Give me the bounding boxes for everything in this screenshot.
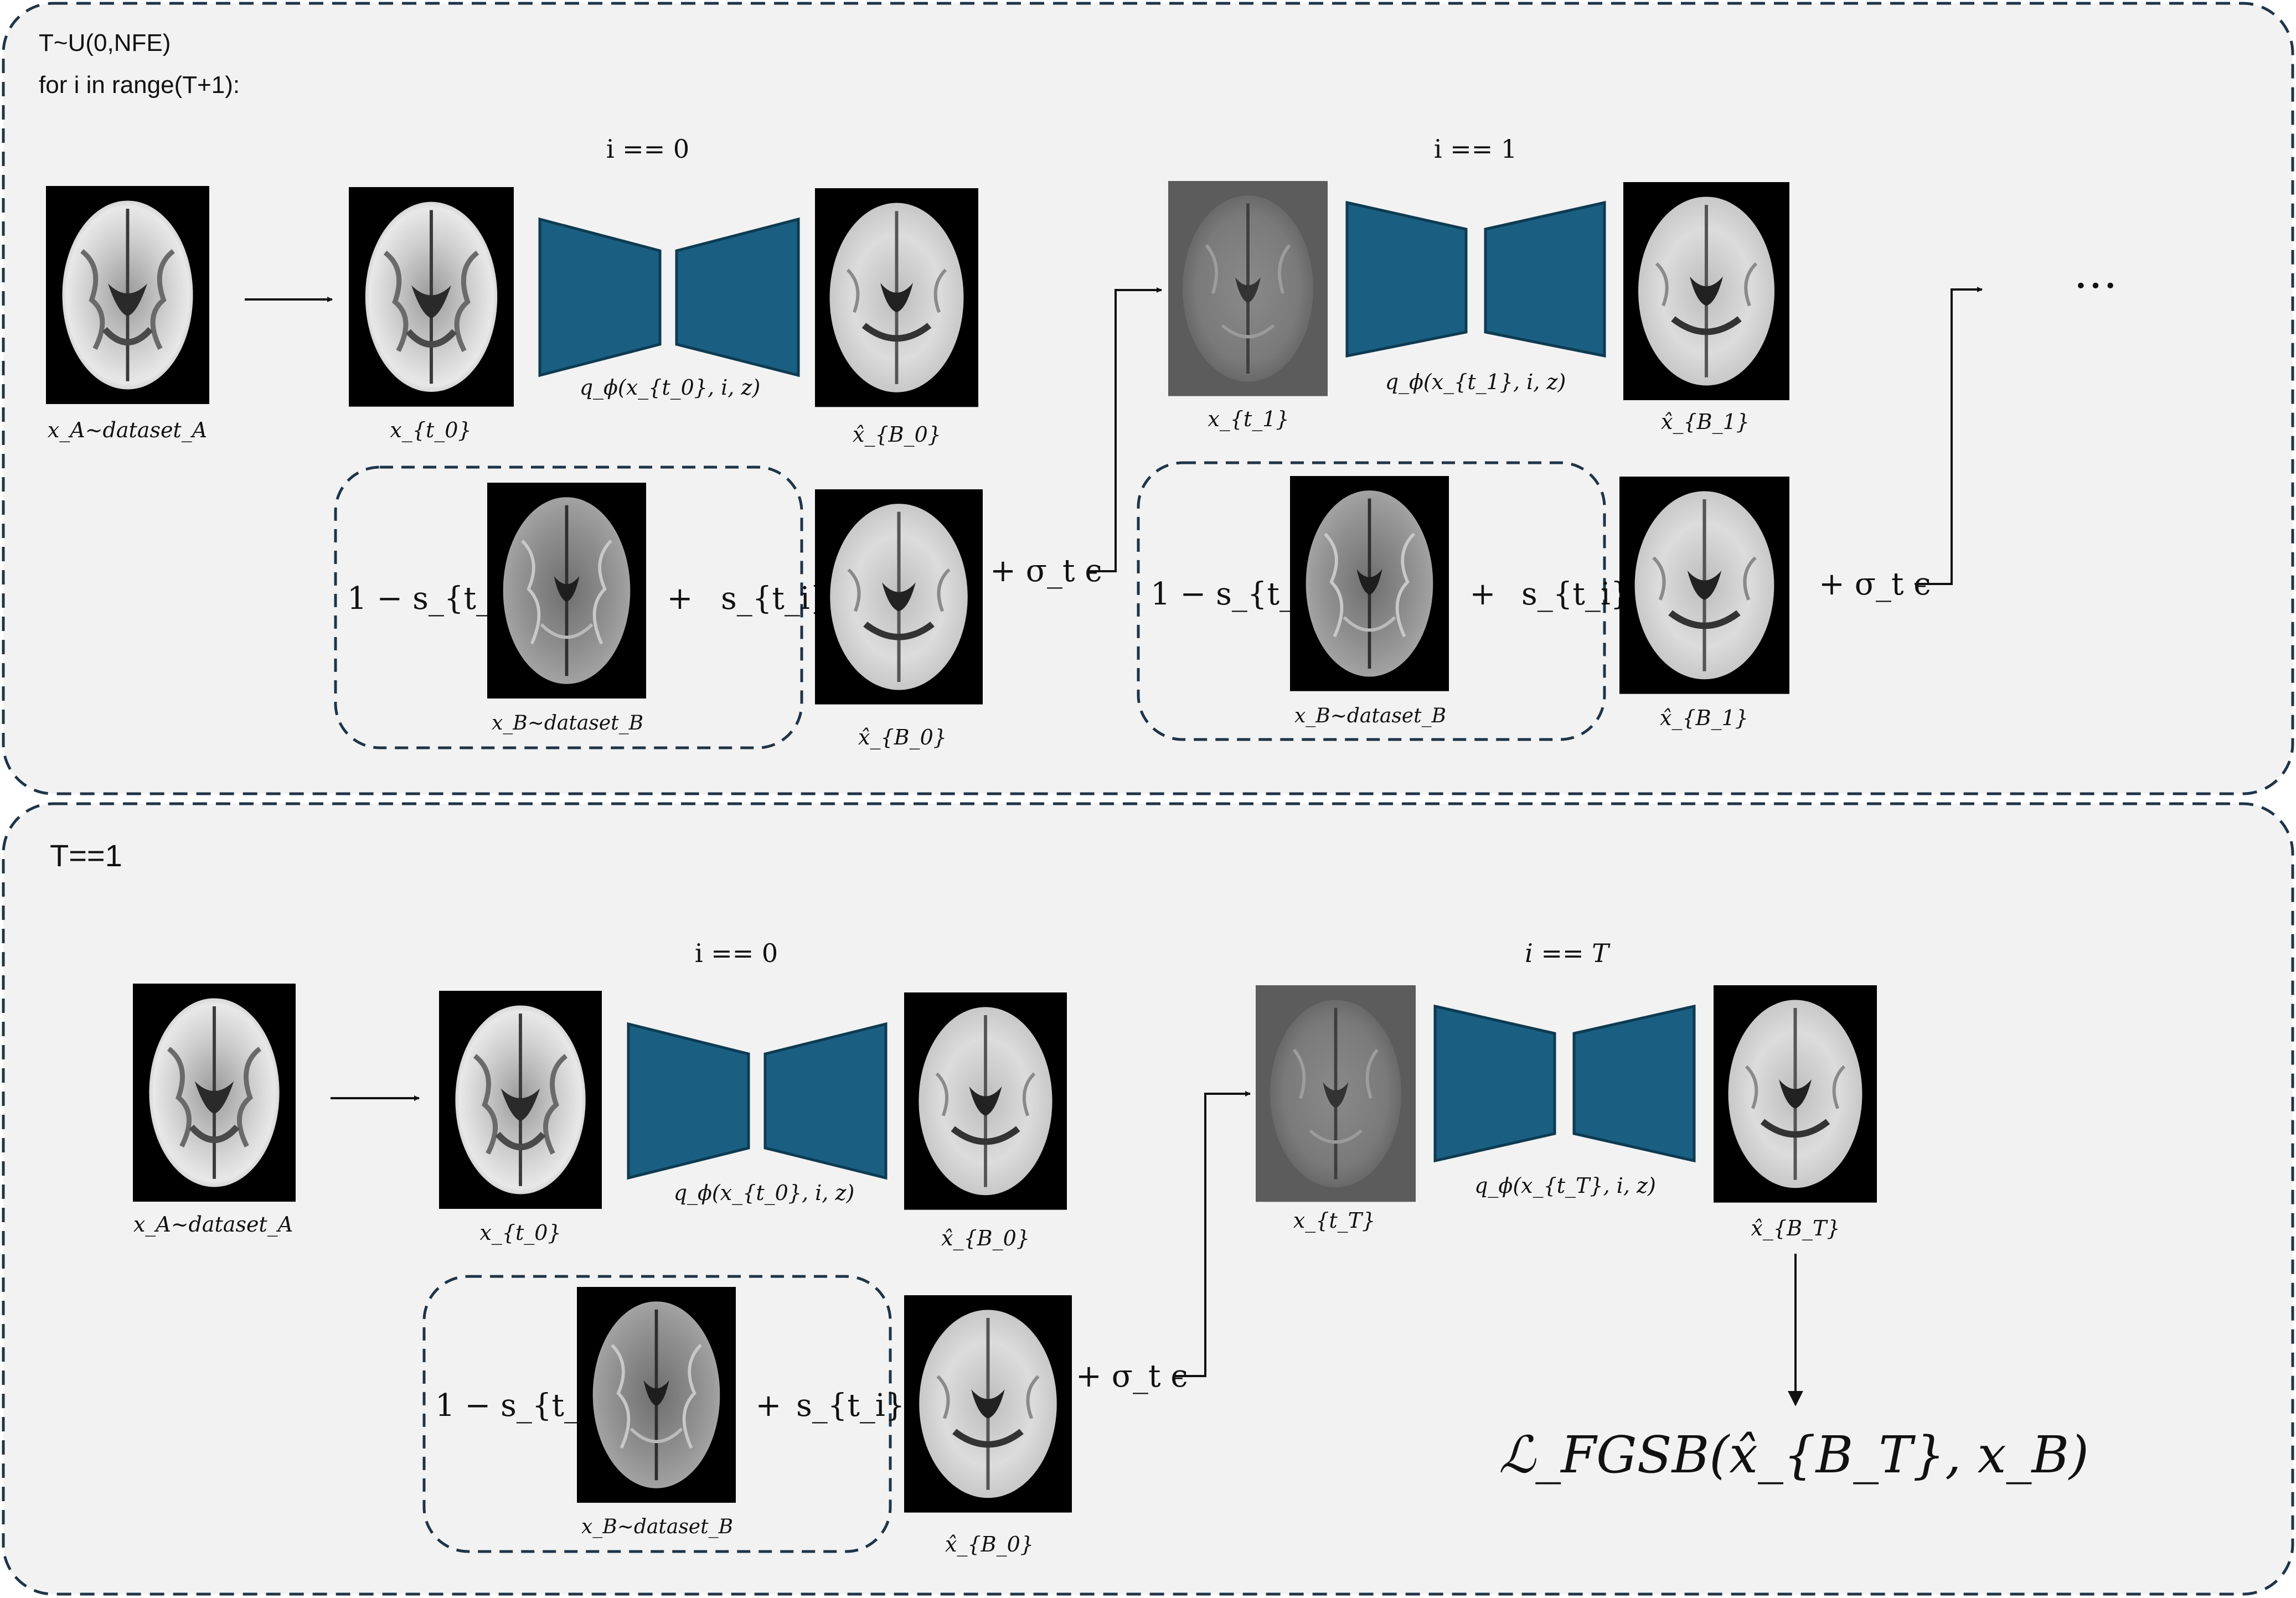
bottom-caption-xhatB0: x̂_{B_0} bbox=[941, 1226, 1030, 1251]
bottom-caption-xB: x_B~dataset_B bbox=[581, 1516, 733, 1538]
image-xhat-B1 bbox=[1623, 182, 1789, 400]
image-xhat-B0-mix bbox=[815, 489, 983, 705]
image-xB-dataset-1 bbox=[1290, 476, 1449, 691]
loss-formula: ℒ_FGSB(x̂_{B_T}, x_B) bbox=[1499, 1425, 2089, 1485]
caption-xhatB1-mix: x̂_{B_1} bbox=[1660, 706, 1748, 731]
bottom-caption-netT: q_ϕ(x_{t_T}, i, z) bbox=[1474, 1173, 1656, 1198]
caption-xhatB0: x̂_{B_0} bbox=[853, 422, 941, 447]
caption-net1: q_ϕ(x_{t_1}, i, z) bbox=[1385, 370, 1566, 395]
bottom-image-xhat-B0-mix bbox=[904, 1295, 1072, 1513]
source-image-xA bbox=[46, 186, 209, 404]
bottom-step-label-i0: i == 0 bbox=[695, 938, 778, 968]
bottom-source-image-xA bbox=[133, 984, 296, 1202]
network-decoder-0 bbox=[675, 217, 800, 377]
bottom-caption-xhatB0-mix: x̂_{B_0} bbox=[945, 1532, 1034, 1557]
step-label-i0: i == 0 bbox=[606, 134, 689, 164]
noise-term-1: + σ_t ϵ bbox=[1819, 566, 1931, 602]
network-decoder-1 bbox=[1484, 200, 1606, 358]
bottom-step-label-iT: i == T bbox=[1525, 938, 1611, 968]
arrow-noise-0 bbox=[1087, 287, 1162, 572]
image-xt1 bbox=[1168, 181, 1328, 396]
panel-top bbox=[2, 2, 2294, 795]
bottom-title: T==1 bbox=[50, 838, 122, 873]
caption-xB-0: x_B~dataset_B bbox=[492, 712, 643, 735]
bottom-image-xt0 bbox=[439, 991, 602, 1209]
step-label-i1: i == 1 bbox=[1434, 134, 1517, 164]
sampling-line: T~U(0,NFE) bbox=[39, 29, 171, 56]
caption-xhatB1: x̂_{B_1} bbox=[1661, 410, 1750, 435]
caption-xA: x_A~dataset_A bbox=[48, 418, 207, 443]
noise-term-0: + σ_t ϵ bbox=[990, 553, 1102, 589]
caption-xhatB0-mix: x̂_{B_0} bbox=[858, 725, 947, 750]
image-xhat-B0 bbox=[815, 188, 978, 407]
network-encoder-1 bbox=[1345, 200, 1468, 358]
bottom-arrow-noise bbox=[1174, 1091, 1251, 1377]
bottom-image-xhat-B0 bbox=[904, 992, 1067, 1210]
bottom-caption-net0: q_ϕ(x_{t_0}, i, z) bbox=[674, 1181, 855, 1206]
mix0-plus: + bbox=[667, 581, 693, 617]
mix1-plus: + bbox=[1470, 576, 1496, 612]
caption-xB-1: x_B~dataset_B bbox=[1294, 705, 1446, 727]
ellipsis: … bbox=[2073, 247, 2118, 298]
caption-xt1: x_{t_1} bbox=[1208, 407, 1289, 432]
image-xB-dataset-0 bbox=[487, 483, 646, 699]
bottom-network-decoder-T bbox=[1572, 1004, 1696, 1163]
bottom-image-xB-dataset bbox=[577, 1287, 736, 1503]
bottom-caption-xA: x_A~dataset_A bbox=[133, 1212, 293, 1237]
bottom-caption-xtT: x_{t_T} bbox=[1293, 1208, 1375, 1233]
bottom-mixture-box bbox=[422, 1275, 892, 1553]
bottom-image-xhat-BT bbox=[1714, 985, 1877, 1203]
bottom-network-decoder-0 bbox=[763, 1022, 888, 1180]
caption-xt0: x_{t_0} bbox=[390, 418, 471, 443]
arrow-noise-1 bbox=[1915, 287, 1983, 585]
bottom-noise-term: + σ_t ϵ bbox=[1076, 1358, 1188, 1394]
mixture-box-1 bbox=[1137, 461, 1606, 741]
bottom-image-xtT bbox=[1256, 985, 1416, 1202]
loop-line: for i in range(T+1): bbox=[39, 71, 240, 99]
bottom-network-encoder-T bbox=[1433, 1004, 1556, 1163]
mixture-box-0 bbox=[334, 466, 803, 749]
bottom-caption-xt0: x_{t_0} bbox=[479, 1221, 561, 1245]
image-xt0 bbox=[349, 187, 514, 407]
image-xhat-B1-mix bbox=[1619, 477, 1789, 694]
bottom-network-encoder-0 bbox=[627, 1022, 750, 1180]
caption-net0: q_ϕ(x_{t_0}, i, z) bbox=[580, 375, 761, 400]
network-encoder-0 bbox=[538, 217, 662, 377]
bottom-mix-plus: + bbox=[756, 1388, 782, 1424]
bottom-caption-xhatBT: x̂_{B_T} bbox=[1751, 1216, 1840, 1241]
